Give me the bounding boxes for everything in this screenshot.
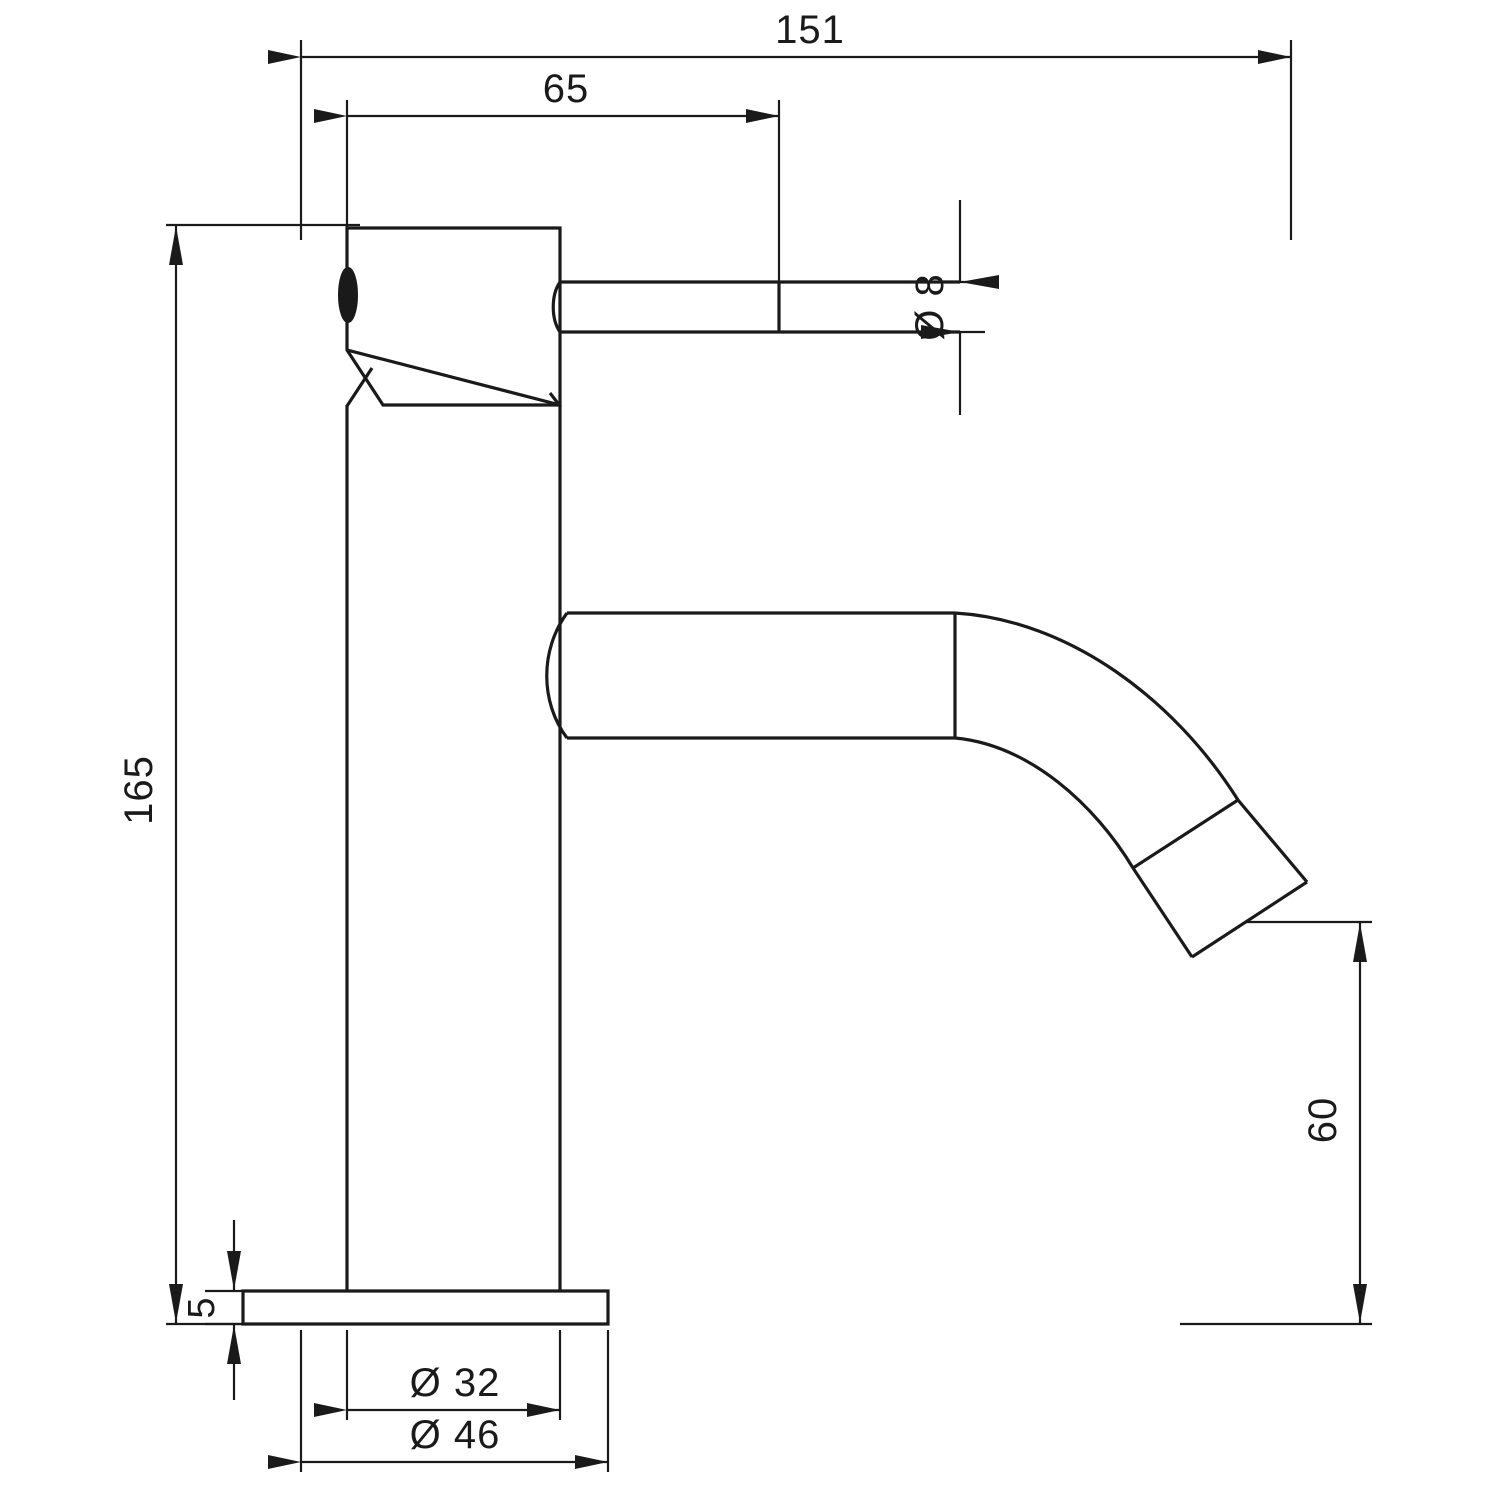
handle-pivot-icon: [338, 267, 358, 323]
dimension-body-diameter: [314, 1330, 562, 1420]
dimension-label-5: 5: [181, 1297, 223, 1318]
dimension-label-d8: Ø 8: [908, 273, 952, 340]
lever-arm-outline: [560, 280, 960, 334]
handle-right-leader: [548, 392, 562, 407]
dimension-spout-height: [1180, 920, 1372, 1326]
spout-aerator-line: [1132, 798, 1239, 870]
dimension-base-thickness: [205, 1220, 330, 1400]
handle-body-outline: [345, 226, 562, 407]
lever-arm-left-fillet: [551, 281, 562, 333]
arrow-165-top: [169, 226, 183, 265]
spout-tip-end-face: [1191, 880, 1308, 959]
handle-bevel-edge: [346, 348, 561, 407]
arrow-60-bottom: [1353, 1284, 1367, 1323]
arrow-60-top: [1353, 923, 1367, 962]
dimension-label-d46: Ø 46: [410, 1413, 501, 1457]
dimension-base-diameter: [268, 1330, 610, 1472]
spout-tip-right-edge: [1236, 798, 1309, 884]
spout-left-fillet: [545, 612, 569, 739]
dimension-overall-width: [268, 40, 1293, 240]
dimension-label-60: 60: [1301, 1097, 1345, 1144]
spout-outer-arc: [954, 611, 1240, 801]
spout-tip-left-edge: [1131, 867, 1194, 958]
arrow-5-top: [227, 1251, 241, 1290]
dimension-lever-diameter: [900, 200, 999, 415]
dimension-label-151: 151: [775, 8, 845, 52]
dimension-lever-length: [314, 100, 781, 290]
faucet-outline: [241, 226, 1309, 1326]
base-plate-outline: [241, 1289, 610, 1326]
dimension-overall-height: [166, 223, 360, 1326]
arrow-5-bottom: [227, 1325, 241, 1364]
handle-left-leader: [345, 367, 374, 407]
column-outline: [345, 405, 562, 1291]
dimension-label-65: 65: [543, 67, 590, 111]
dimension-label-d32: Ø 32: [410, 1361, 501, 1405]
spout-inner-arc: [954, 736, 1135, 869]
arrow-165-bottom: [169, 1284, 183, 1323]
dimension-label-165: 165: [117, 755, 161, 825]
